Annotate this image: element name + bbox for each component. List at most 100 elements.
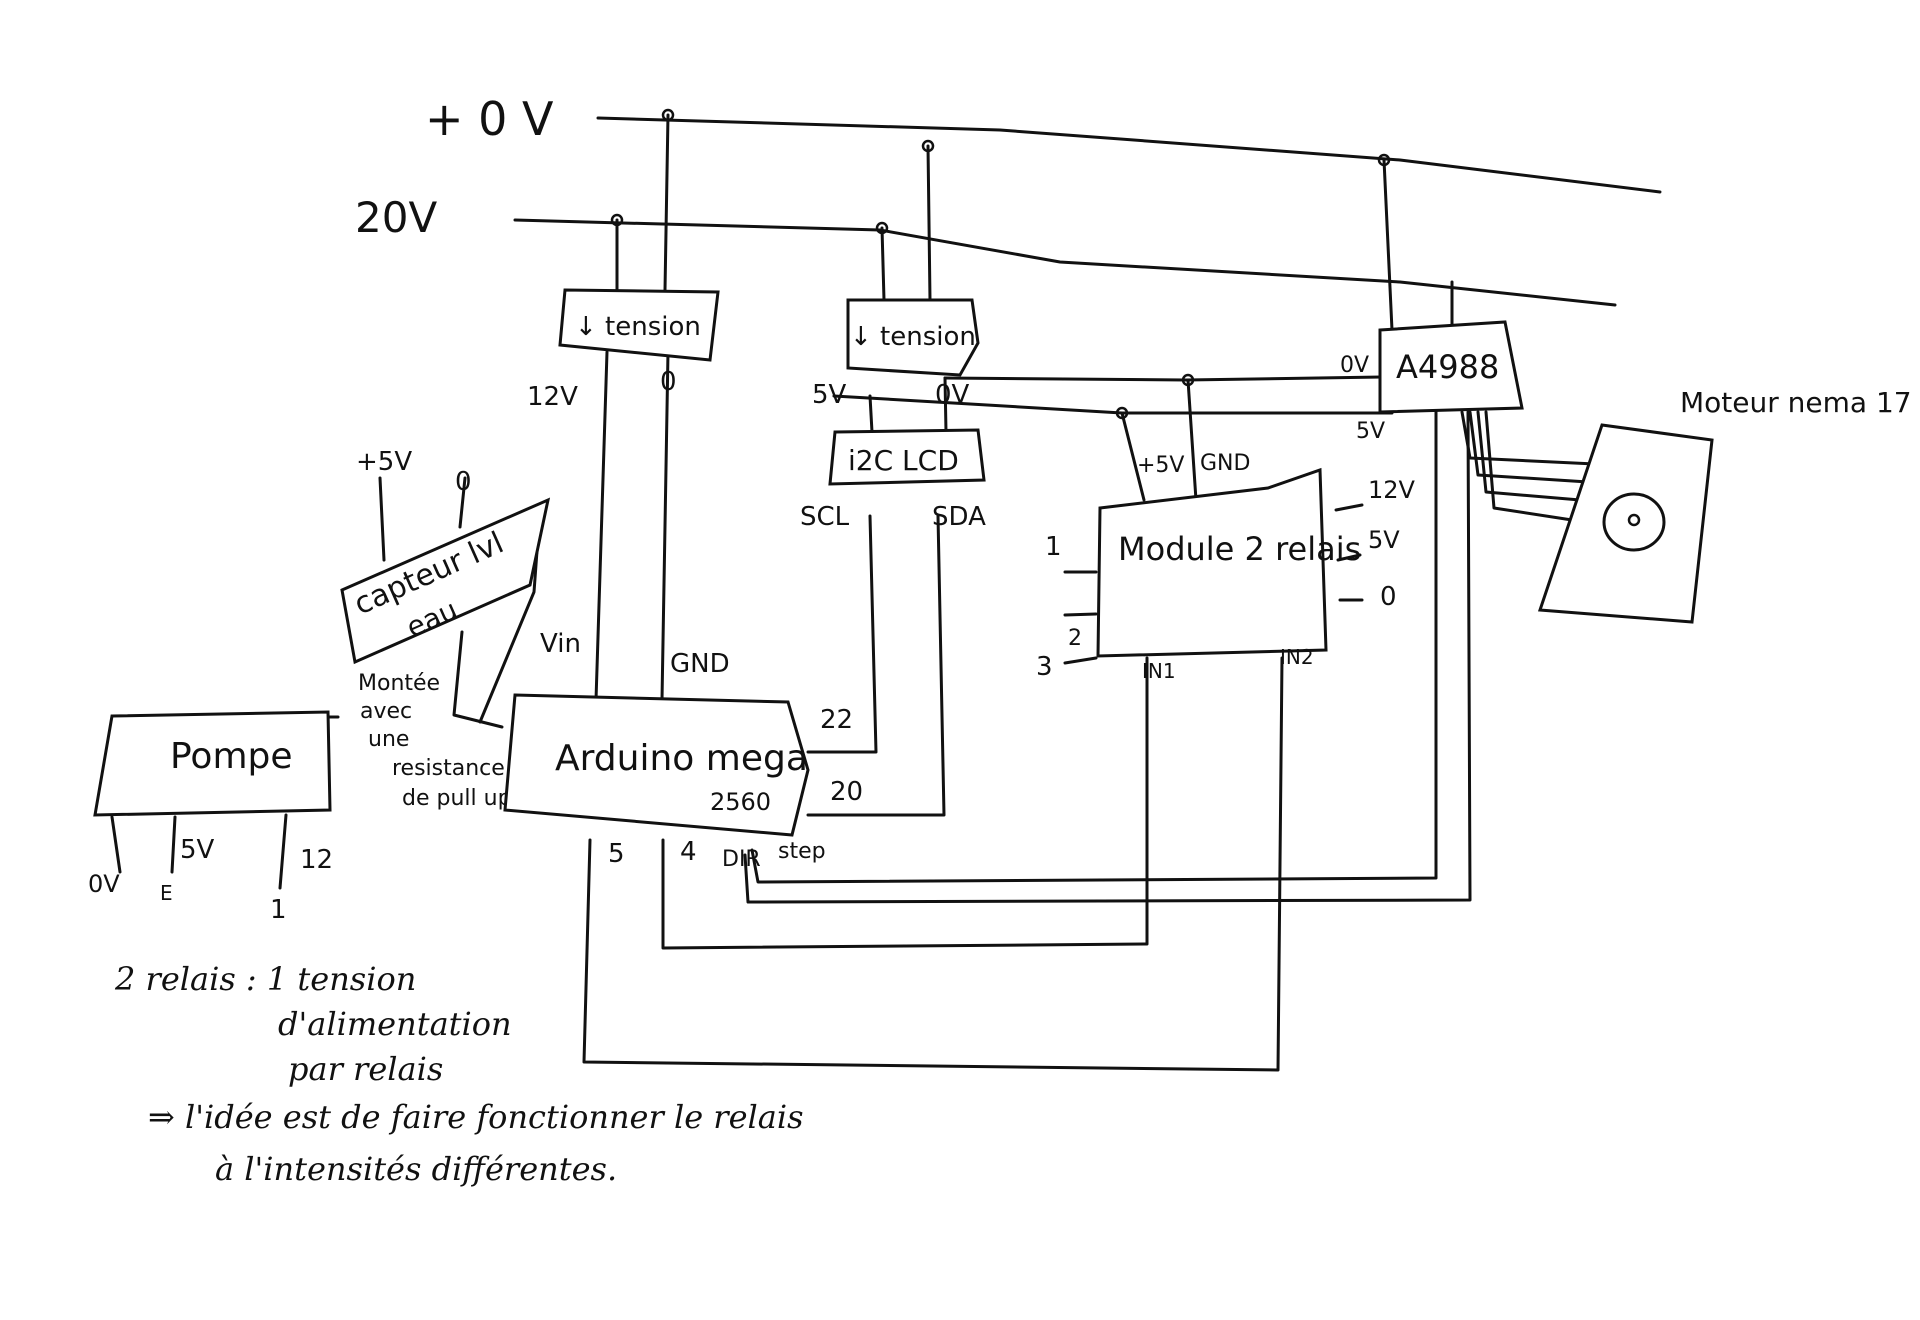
rail-0v-line: [596, 116, 1662, 194]
pump-5v-label: 5V: [180, 835, 215, 865]
driver-box: [1378, 320, 1524, 414]
regulator-1-12v-label: 12V: [527, 382, 578, 412]
wire-pin5-in2: [582, 656, 1284, 1072]
motor-box: [1537, 423, 1714, 624]
regulator-2-box: [846, 298, 980, 377]
relay-in1-label: IN1: [1142, 659, 1176, 683]
pump-e-label: E: [160, 881, 173, 905]
driver-0v-label: 0V: [1340, 353, 1369, 378]
notes: 2 relais : 1 tension d'alimentation par …: [114, 960, 804, 1188]
wire-relay-in-12v: [1334, 503, 1364, 512]
wire-pin4-in1: [661, 656, 1149, 950]
pullup-note-1: Montée: [358, 671, 440, 696]
relay-box: [1096, 467, 1328, 658]
relay-5v-in-label: +5V: [1137, 453, 1184, 478]
regulator-2-label: ↓ tension: [850, 322, 976, 352]
wire-0-gnd: [660, 350, 670, 702]
lcd-scl-label: SCL: [800, 502, 850, 532]
wire-0v-bus: [943, 375, 1384, 382]
wire-sensor-signal: [452, 630, 504, 729]
lcd-label: i2C LCD: [848, 444, 959, 477]
relay-2-label: 2: [1068, 626, 1082, 651]
relay-label: Module 2 relais: [1118, 530, 1361, 568]
note-line-2: d'alimentation: [278, 1005, 512, 1043]
arduino-vin-label: Vin: [540, 629, 581, 659]
pullup-note-5: de pull up: [402, 786, 512, 811]
sensor-5v-label: +5V: [356, 447, 412, 477]
lcd-sda-label: SDA: [932, 502, 986, 532]
wire-sensor-5v: [378, 476, 386, 562]
arduino-box: [503, 693, 810, 837]
wire-driver-0v: [1382, 158, 1394, 332]
note-line-5: à l'intensités différentes.: [215, 1150, 617, 1188]
arduino-mega: Arduino mega 2560 Vin GND 22 20 5 4 DIR …: [503, 629, 863, 872]
pump: Pompe 0V 5V E 12 1: [88, 710, 333, 925]
arduino-label-line1: Arduino mega: [555, 738, 808, 779]
relay-0-label: 0: [1380, 582, 1397, 612]
wire-sda-20: [806, 514, 946, 817]
note-line-3: par relais: [288, 1050, 443, 1088]
relay-module: Module 2 relais +5V GND 12V 5V 0 1 2 3 I…: [1036, 451, 1416, 683]
wire-reg2-20v: [880, 226, 886, 302]
relay-5v-label: 5V: [1368, 526, 1400, 554]
pump-0v-label: 0V: [88, 870, 120, 898]
regulator-1-box: [558, 288, 720, 362]
power-rails: + 0 V 20V: [355, 92, 1662, 387]
wire-relay-out-3: [1063, 656, 1098, 665]
wire-pump-5v: [170, 815, 177, 874]
pullup-note-3: une: [368, 727, 409, 752]
arduino-pin5-label: 5: [608, 839, 625, 869]
wire-motor-4: [1484, 410, 1574, 522]
wire-lcd-0v: [943, 376, 948, 434]
wire-reg2-0v: [926, 144, 932, 302]
wire-motor-1: [1460, 410, 1597, 466]
pump-12-label: 12: [300, 845, 333, 875]
wire-pump-0v: [110, 815, 122, 874]
pump-1-label: 1: [270, 895, 287, 925]
lcd-box: [828, 428, 986, 486]
water-level-sensor: capteur lvl eau +5V 0 Montée avec une re…: [340, 447, 551, 811]
arduino-gnd-label: GND: [670, 649, 730, 679]
arduino-pin4-label: 4: [680, 837, 697, 867]
regulator-2: ↓ tension 5V 0V: [812, 298, 980, 410]
rail-20v-line: [513, 218, 1617, 307]
wire-sensor-0: [458, 476, 467, 529]
arduino-pin22-label: 22: [820, 705, 853, 735]
regulator-2-0v-label: 0V: [935, 380, 970, 410]
note-line-4: ⇒ l'idée est de faire fonctionner le rel…: [148, 1098, 804, 1136]
arduino-pin20-label: 20: [830, 777, 863, 807]
a4988-driver: A4988 0V 5V: [1340, 320, 1524, 444]
stepper-motor: Moteur nema 17: [1537, 386, 1912, 624]
rail-0v-label: + 0 V: [425, 92, 554, 146]
relay-1-label: 1: [1045, 532, 1062, 562]
wire-dir: [743, 410, 1472, 904]
regulator-1-0-label: 0: [660, 367, 677, 397]
pullup-note-2: avec: [360, 699, 412, 724]
pump-label: Pompe: [170, 736, 293, 777]
relay-12v-label: 12V: [1368, 476, 1416, 504]
arduino-label-line2: 2560: [710, 788, 771, 816]
regulator-2-5v-label: 5V: [812, 380, 847, 410]
rail-20v-label: 20V: [355, 193, 437, 242]
wire-relay-in-5v: [1336, 553, 1362, 562]
motor-shaft-icon: [1602, 492, 1666, 552]
relay-gnd-label: GND: [1200, 451, 1250, 476]
motor-shaft-center-icon: [1627, 513, 1641, 527]
wire-relay-out-2: [1063, 612, 1098, 617]
regulator-1: ↓ tension 12V 0: [527, 288, 720, 412]
wire-5v-bus: [832, 394, 1394, 415]
wire-relay-5v: [1120, 411, 1146, 502]
sensor-0-label: 0: [455, 467, 472, 497]
wire-lcd-5v: [868, 394, 874, 434]
wire-pump-12: [278, 813, 288, 890]
wire-reg1-0v: [663, 113, 670, 292]
pullup-note-4: resistance: [392, 756, 505, 781]
wire-motor-2: [1468, 410, 1590, 484]
relay-in2-label: IN2: [1280, 645, 1314, 669]
sensor-box: [340, 497, 551, 665]
wire-step: [750, 410, 1438, 884]
wire-scl-22: [806, 514, 878, 754]
regulator-1-label: ↓ tension: [575, 312, 701, 342]
wires: [110, 113, 1597, 1072]
